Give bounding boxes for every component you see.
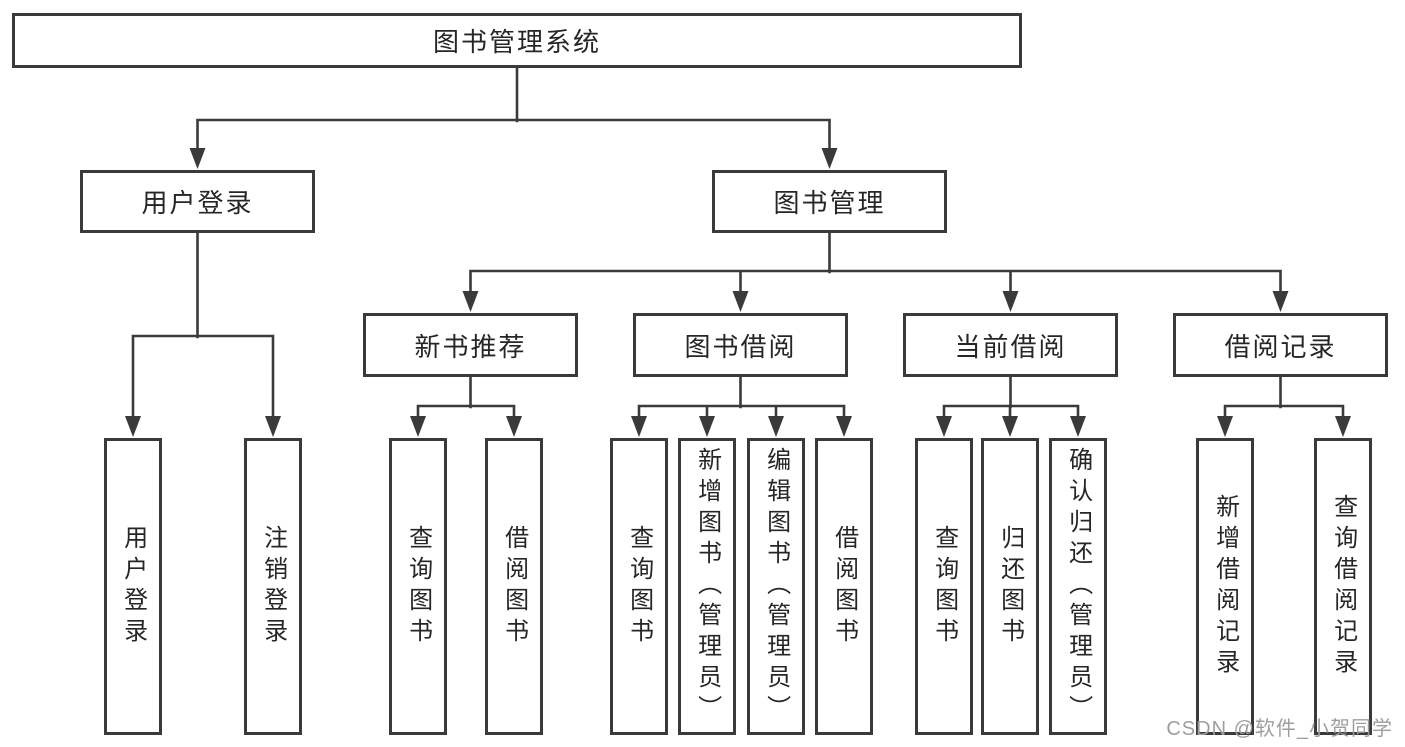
connector-arrowhead: [1002, 416, 1018, 437]
leaf-query-book-current-label: 查询图书: [930, 524, 958, 649]
leaf-borrow-book-label: 借阅图书: [830, 524, 858, 649]
leaf-query-book-borrow-label: 查询图书: [625, 524, 653, 649]
leaf-user-login-label: 用户登录: [119, 524, 147, 649]
node-book-borrow-label: 图书借阅: [684, 331, 797, 362]
connector-arrowhead: [821, 148, 838, 169]
connector-arrowhead: [506, 416, 522, 437]
leaf-query-borrow-record: 查询借阅记录: [1314, 438, 1372, 735]
leaf-return-book: 归还图书: [981, 438, 1039, 735]
node-book-management: 图书管理: [712, 170, 947, 233]
leaf-borrow-book-recommend-label: 借阅图书: [500, 524, 528, 649]
node-borrow-record-label: 借阅记录: [1224, 331, 1337, 362]
connector-arrowhead: [265, 416, 281, 437]
node-book-borrow: 图书借阅: [633, 313, 848, 377]
node-current-borrow: 当前借阅: [903, 313, 1118, 377]
leaf-borrow-book-recommend: 借阅图书: [485, 438, 543, 735]
connector-arrowhead: [125, 416, 141, 437]
leaf-confirm-return-admin-label: 确认归还（管理员）: [1064, 447, 1092, 726]
leaf-confirm-return-admin: 确认归还（管理员）: [1049, 438, 1107, 735]
connector-arrowhead: [768, 416, 784, 437]
leaf-edit-book-admin: 编辑图书（管理员）: [747, 438, 805, 735]
node-user-login-label: 用户登录: [141, 188, 254, 218]
leaf-edit-book-admin-label: 编辑图书（管理员）: [762, 447, 790, 726]
leaf-add-borrow-record: 新增借阅记录: [1196, 438, 1254, 735]
leaf-return-book-label: 归还图书: [996, 524, 1024, 649]
connector-arrowhead: [1070, 416, 1086, 437]
connector-arrowhead: [936, 416, 952, 437]
node-new-book-recommend: 新书推荐: [363, 313, 578, 377]
leaf-logout: 注销登录: [244, 438, 302, 735]
leaf-add-book-admin: 新增图书（管理员）: [678, 438, 736, 735]
node-borrow-record: 借阅记录: [1173, 313, 1388, 377]
node-book-management-label: 图书管理: [773, 188, 886, 218]
leaf-query-book-current: 查询图书: [915, 438, 973, 735]
leaf-query-book-recommend: 查询图书: [389, 438, 447, 735]
node-current-borrow-label: 当前借阅: [954, 331, 1067, 362]
connector-arrowhead: [189, 148, 206, 169]
connector-arrowhead: [1272, 291, 1289, 312]
leaf-logout-label: 注销登录: [259, 524, 287, 649]
connector-arrowhead: [732, 291, 749, 312]
node-user-login: 用户登录: [80, 170, 315, 233]
node-root-label: 图书管理系统: [432, 27, 601, 57]
connector-arrowhead: [699, 416, 715, 437]
connector-arrowhead: [1335, 416, 1351, 437]
leaf-add-book-admin-label: 新增图书（管理员）: [693, 447, 721, 726]
leaf-query-book-borrow: 查询图书: [610, 438, 668, 735]
connector-arrowhead: [1217, 416, 1233, 437]
leaf-query-borrow-record-label: 查询借阅记录: [1329, 493, 1357, 680]
leaf-user-login: 用户登录: [104, 438, 162, 735]
connector-arrowhead: [410, 416, 426, 437]
leaf-query-book-recommend-label: 查询图书: [404, 524, 432, 649]
connector-arrowhead: [1002, 291, 1019, 312]
watermark: CSDN @软件_小贺同学: [1166, 718, 1393, 740]
leaf-borrow-book: 借阅图书: [815, 438, 873, 735]
connector-arrowhead: [631, 416, 647, 437]
leaf-add-borrow-record-label: 新增借阅记录: [1211, 493, 1239, 680]
connector-arrowhead: [836, 416, 852, 437]
connector-arrowhead: [462, 291, 479, 312]
node-new-book-recommend-label: 新书推荐: [414, 331, 527, 362]
node-root: 图书管理系统: [12, 13, 1022, 68]
